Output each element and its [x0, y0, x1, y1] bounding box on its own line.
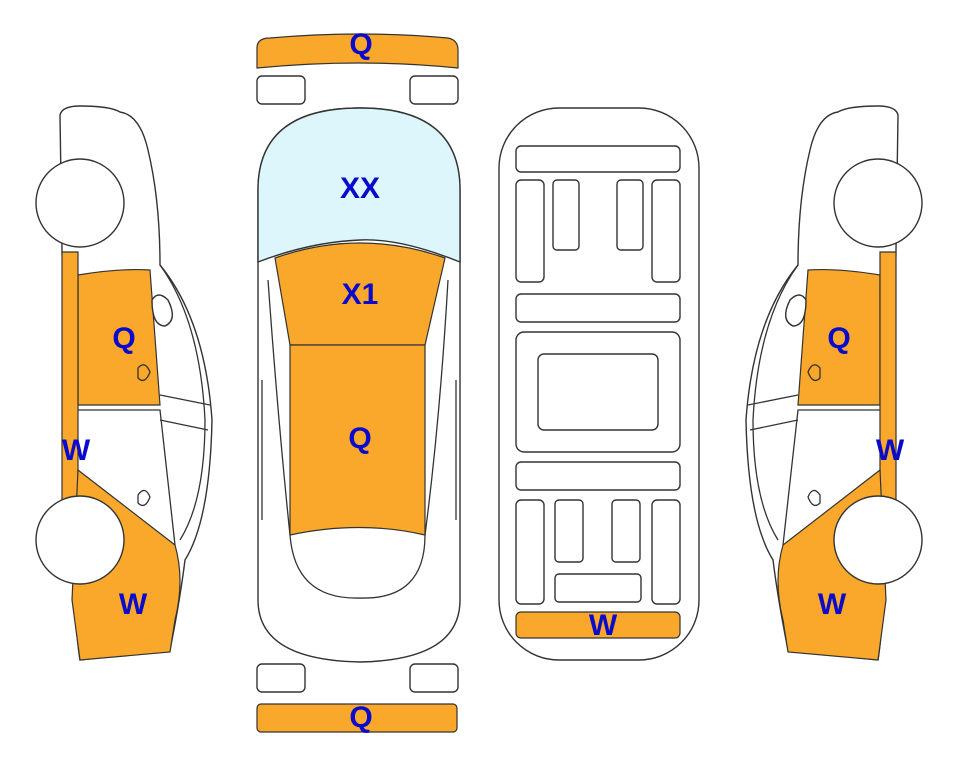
rear-bumper-label: Q: [349, 701, 372, 734]
front-bumper-part[interactable]: Q: [256, 28, 459, 69]
interior-view: [498, 107, 700, 661]
top-view-car: XX X1 Q: [257, 107, 461, 663]
right-rear-quarter-label: W: [818, 588, 847, 621]
left-side-view: Q W W: [35, 105, 213, 661]
headlight-right: [409, 75, 459, 105]
taillight-left: [256, 663, 306, 693]
hood-front-label: X1: [342, 278, 379, 311]
left-front-door-part[interactable]: [77, 268, 161, 406]
trunk-rear-label: W: [589, 609, 618, 642]
left-front-door-label: Q: [112, 322, 135, 355]
rear-bumper-part[interactable]: Q: [256, 701, 458, 734]
roof-label: Q: [348, 422, 371, 455]
right-rocker-label: W: [876, 434, 905, 467]
left-rear-quarter-label: W: [119, 588, 148, 621]
windshield-label: XX: [340, 172, 380, 205]
right-side-view: [745, 105, 923, 661]
right-front-door-label: Q: [827, 322, 850, 355]
windshield-part[interactable]: [257, 107, 461, 264]
left-rocker-label: W: [62, 434, 91, 467]
trunk-rear-part[interactable]: W: [515, 609, 681, 642]
headlight-left: [256, 75, 306, 105]
taillight-right: [409, 663, 459, 693]
front-bumper-label: Q: [349, 28, 372, 61]
hood-front-part[interactable]: [274, 242, 446, 346]
right-front-door-part[interactable]: [797, 268, 881, 406]
